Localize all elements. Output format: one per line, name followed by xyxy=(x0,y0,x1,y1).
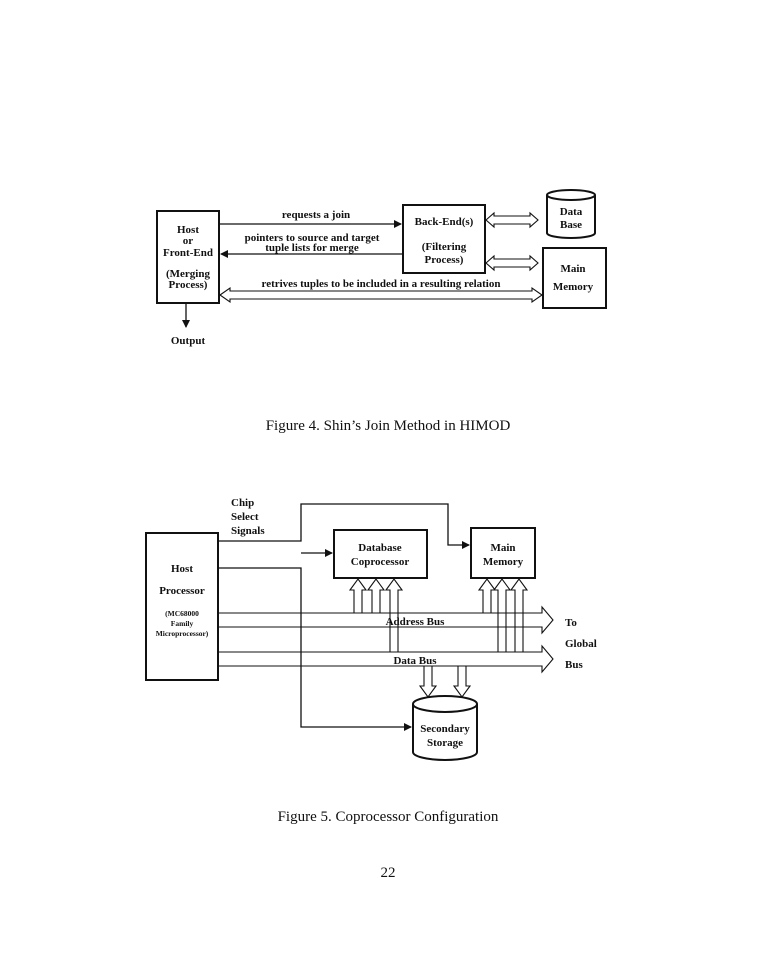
fig5-memory-data-arrow-right xyxy=(509,578,529,652)
fig4-backend-box xyxy=(402,204,486,274)
fig4-main-memory-label: Main xyxy=(560,263,585,275)
fig4-database-label: Data xyxy=(560,206,583,218)
fig5-main-label: Main xyxy=(490,542,515,554)
fig5-host-label: Host xyxy=(171,563,193,575)
fig5-family-label: Family xyxy=(171,619,194,628)
fig4-main-memory-memory: Memory xyxy=(553,281,594,293)
fig5-signals-label: Signals xyxy=(231,525,265,537)
fig4-backend-process: Process) xyxy=(425,254,464,266)
fig5-host-processor-box xyxy=(145,532,219,681)
fig5-global-label: Global xyxy=(565,638,597,650)
fig4-host-box xyxy=(156,210,220,304)
fig4-pointers-label-1: pointers to source and target xyxy=(245,232,380,244)
fig4-host-merging: (Merging xyxy=(166,268,210,280)
fig5-address-bus-label: Address Bus xyxy=(386,616,446,628)
fig4-retrives-label: retrives tuples to be included in a resu… xyxy=(262,278,501,290)
figure-4: Host or Front-End (Merging Process) Back… xyxy=(156,189,607,347)
fig5-main-memory-box xyxy=(470,527,536,579)
fig5-storage-arrow-left xyxy=(418,666,438,698)
fig5-secondary-storage-cylinder xyxy=(412,695,478,761)
fig5-memory-data-arrow-left xyxy=(492,578,512,652)
fig5-mc-label: (MC68000 xyxy=(165,609,199,618)
fig5-memory-address-arrow xyxy=(477,578,497,613)
page-number: 22 xyxy=(381,865,396,881)
fig5-data-bus xyxy=(218,644,554,674)
fig5-chip-label: Chip xyxy=(231,497,254,509)
fig4-host-frontend: Front-End xyxy=(163,247,213,259)
fig4-pointers-label-2: tuple lists for merge xyxy=(265,242,359,254)
fig4-database-cylinder xyxy=(546,189,596,239)
fig5-processor-label: Processor xyxy=(159,585,205,597)
fig5-chip-select-to-memory xyxy=(218,503,470,549)
fig5-db-coprocessor-box xyxy=(333,529,428,579)
fig4-requests-label: requests a join xyxy=(282,209,350,221)
fig5-bus-label: Bus xyxy=(565,659,583,671)
fig4-host-or: or xyxy=(183,235,194,247)
fig5-storage-label: Storage xyxy=(427,737,463,749)
fig4-host-label: Host xyxy=(177,224,199,236)
fig5-coprocessor-label: Coprocessor xyxy=(351,556,410,568)
fig5-caption: Figure 5. Coprocessor Configuration xyxy=(278,809,499,825)
fig5-to-label: To xyxy=(565,617,577,629)
fig4-retrives-double-arrow xyxy=(219,286,543,304)
fig5-secondary-label: Secondary xyxy=(420,723,470,735)
fig5-coproc-data-arrow-left xyxy=(366,578,386,613)
fig5-address-bus xyxy=(218,605,554,635)
fig5-coproc-address-arrow xyxy=(348,578,368,613)
fig4-backend-memory-double-arrow xyxy=(485,254,539,272)
fig5-select-label: Select xyxy=(231,511,259,523)
fig5-data-bus-label: Data Bus xyxy=(393,655,437,667)
fig5-coproc-data-arrow-right xyxy=(384,578,404,652)
fig4-host-process: Process) xyxy=(169,279,208,291)
fig5-memory-label: Memory xyxy=(483,556,524,568)
fig4-database-base: Base xyxy=(560,219,582,231)
fig5-microprocessor-label: Microprocessor) xyxy=(156,629,209,638)
fig5-db-label: Database xyxy=(358,542,402,554)
fig4-main-memory-box xyxy=(542,247,607,309)
fig4-backend-filtering: (Filtering xyxy=(422,241,467,253)
fig4-backend-database-double-arrow xyxy=(485,211,539,229)
fig4-caption: Figure 4. Shin’s Join Method in HIMOD xyxy=(266,418,511,434)
fig4-output-label: Output xyxy=(171,335,206,347)
fig4-backend-label: Back-End(s) xyxy=(415,216,474,228)
figure-5: Chip Select Signals Host Processor (MC68… xyxy=(145,497,597,761)
fig5-storage-arrow-right xyxy=(452,666,472,698)
fig5-host-to-storage xyxy=(218,567,412,731)
